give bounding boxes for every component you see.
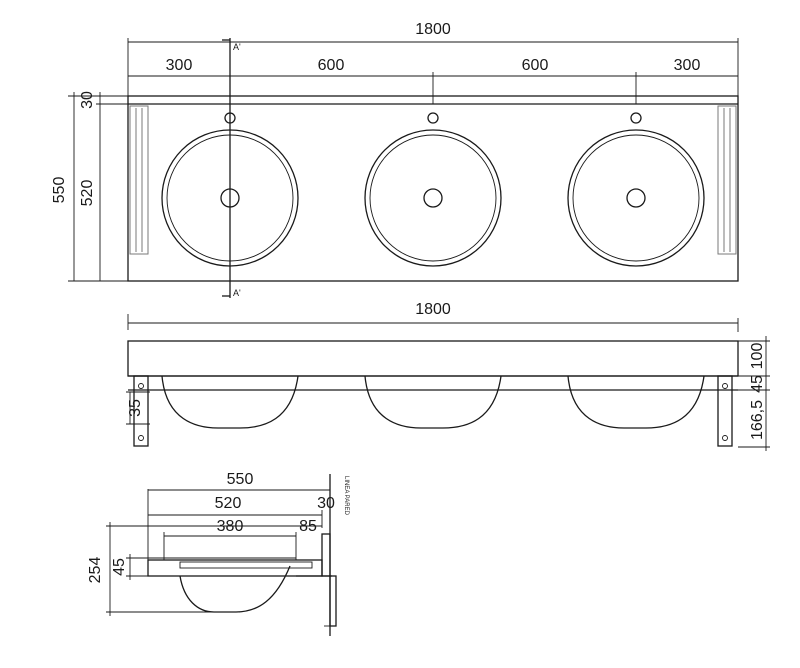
side-offset-label: 85: [299, 518, 317, 535]
tap-hole-2: [427, 112, 439, 124]
front-gap-height-label: 45: [749, 375, 766, 393]
basin-2: [364, 112, 502, 267]
side-wall-panel: [321, 533, 331, 577]
drain-2: [423, 188, 443, 208]
side-height-label: 254: [87, 557, 104, 584]
front-left-bracket: [133, 375, 149, 447]
top-view: 1800 300 600 600 300: [51, 21, 739, 298]
side-view: 550 520 30 380 85 LINEA PARED 254 45: [87, 471, 349, 636]
top-inner-depth-label: 520: [79, 180, 96, 207]
top-segment-2-label: 600: [318, 57, 345, 74]
section-start-label: A': [233, 42, 241, 52]
front-bowl-1: [161, 375, 299, 429]
front-bracket-offset-label: 35: [127, 399, 144, 417]
front-top-slab: [127, 340, 739, 377]
top-segment-3-label: 600: [522, 57, 549, 74]
side-top-height-label: 45: [111, 558, 128, 576]
wall-note: LINEA PARED: [343, 476, 349, 516]
top-segment-1-label: 300: [166, 57, 193, 74]
front-view: 1800 35 100 45 166,5: [126, 301, 770, 451]
front-top-height-label: 100: [749, 343, 766, 370]
side-edge-label: 30: [317, 495, 335, 512]
top-thickness-label: 30: [79, 91, 96, 109]
side-bowl: [179, 565, 291, 613]
side-inner-depth-label: 520: [215, 495, 242, 512]
front-total-width-label: 1800: [415, 301, 451, 318]
counter-outline: [127, 95, 739, 282]
drain-3: [626, 188, 646, 208]
top-depth-label: 550: [51, 177, 68, 204]
top-total-width-label: 1800: [415, 21, 451, 38]
right-bracket: [717, 105, 737, 255]
tap-hole-3: [630, 112, 642, 124]
front-right-bracket: [717, 375, 733, 447]
front-bowl-3: [567, 375, 705, 429]
basin-3: [567, 112, 705, 267]
left-bracket: [129, 105, 149, 255]
front-bowl-height-label: 166,5: [749, 400, 766, 440]
side-bracket: [329, 575, 337, 627]
side-bowl-width-label: 380: [217, 518, 244, 535]
side-depth-label: 550: [227, 471, 254, 488]
top-segment-4-label: 300: [674, 57, 701, 74]
front-bowl-2: [364, 375, 502, 429]
section-end-label: A': [233, 288, 241, 298]
